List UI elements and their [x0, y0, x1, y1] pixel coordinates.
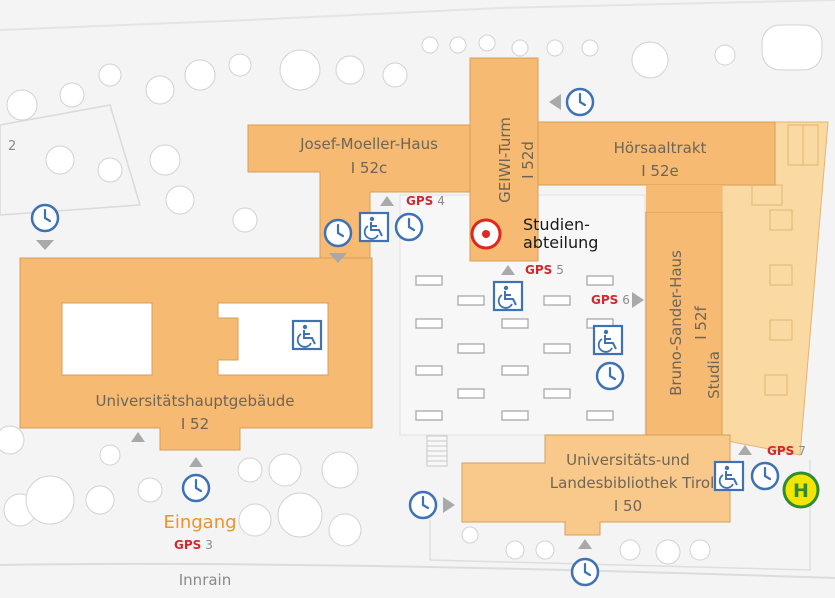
label-bibliothek-line1: Universitäts-und: [566, 451, 690, 469]
label-bibliothek-code: I 50: [614, 497, 642, 515]
clock-icon[interactable]: [750, 461, 780, 491]
label-studienabteilung-2: abteilung: [523, 233, 598, 252]
building-geiwi-turm: [469, 57, 539, 262]
clock-icon[interactable]: [394, 212, 424, 242]
label-hoersaal-code: I 52e: [641, 162, 679, 180]
label-bibliothek-line2: Landesbibliothek Tirol: [550, 474, 714, 492]
label-haupt-code: I 52: [181, 415, 209, 433]
street-line: [0, 562, 835, 579]
label-eingang: Eingang: [163, 512, 236, 533]
clock-icon[interactable]: [323, 218, 353, 248]
clock-icon[interactable]: [30, 203, 60, 233]
label-bruno-name: Bruno-Sander-Haus: [667, 250, 685, 396]
label-bruno-code: I 52f: [692, 306, 710, 340]
trees: [0, 24, 823, 565]
building-bruno-sander-haus: [645, 211, 723, 441]
wheelchair-icon[interactable]: [592, 324, 624, 356]
parking-spaces: [415, 275, 614, 421]
stairs: [426, 435, 448, 467]
clock-icon[interactable]: [595, 361, 625, 391]
label-hoersaal-name: Hörsaaltrakt: [614, 139, 707, 157]
wheelchair-icon[interactable]: [291, 319, 323, 351]
bus-stop-letter: H: [793, 480, 809, 502]
wheelchair-icon[interactable]: [492, 280, 524, 312]
building-hoersaaltrakt: [537, 121, 776, 186]
label-josef-name: Josef-Moeller-Haus: [299, 135, 438, 153]
clock-icon[interactable]: [181, 473, 211, 503]
building-bibliothek: [461, 434, 731, 536]
left-edge-number: 2: [8, 139, 16, 154]
target-icon[interactable]: [470, 218, 502, 250]
label-haupt-name: Universitätshauptgebäude: [95, 392, 294, 410]
label-geiwi-code: I 52d: [519, 141, 537, 179]
label-geiwi-name: GEIWI-Turm: [496, 117, 514, 203]
label-josef-code: I 52c: [351, 159, 388, 177]
label-studia-name: Studia: [705, 351, 723, 399]
label-street: Innrain: [179, 571, 231, 589]
clock-icon[interactable]: [565, 87, 595, 117]
clock-icon[interactable]: [570, 557, 600, 587]
wheelchair-icon[interactable]: [713, 460, 745, 492]
bus-stop-icon[interactable]: H: [782, 471, 820, 509]
label-studienabteilung-1: Studien-: [523, 215, 590, 234]
clock-icon[interactable]: [408, 490, 438, 520]
wheelchair-icon[interactable]: [358, 211, 390, 243]
